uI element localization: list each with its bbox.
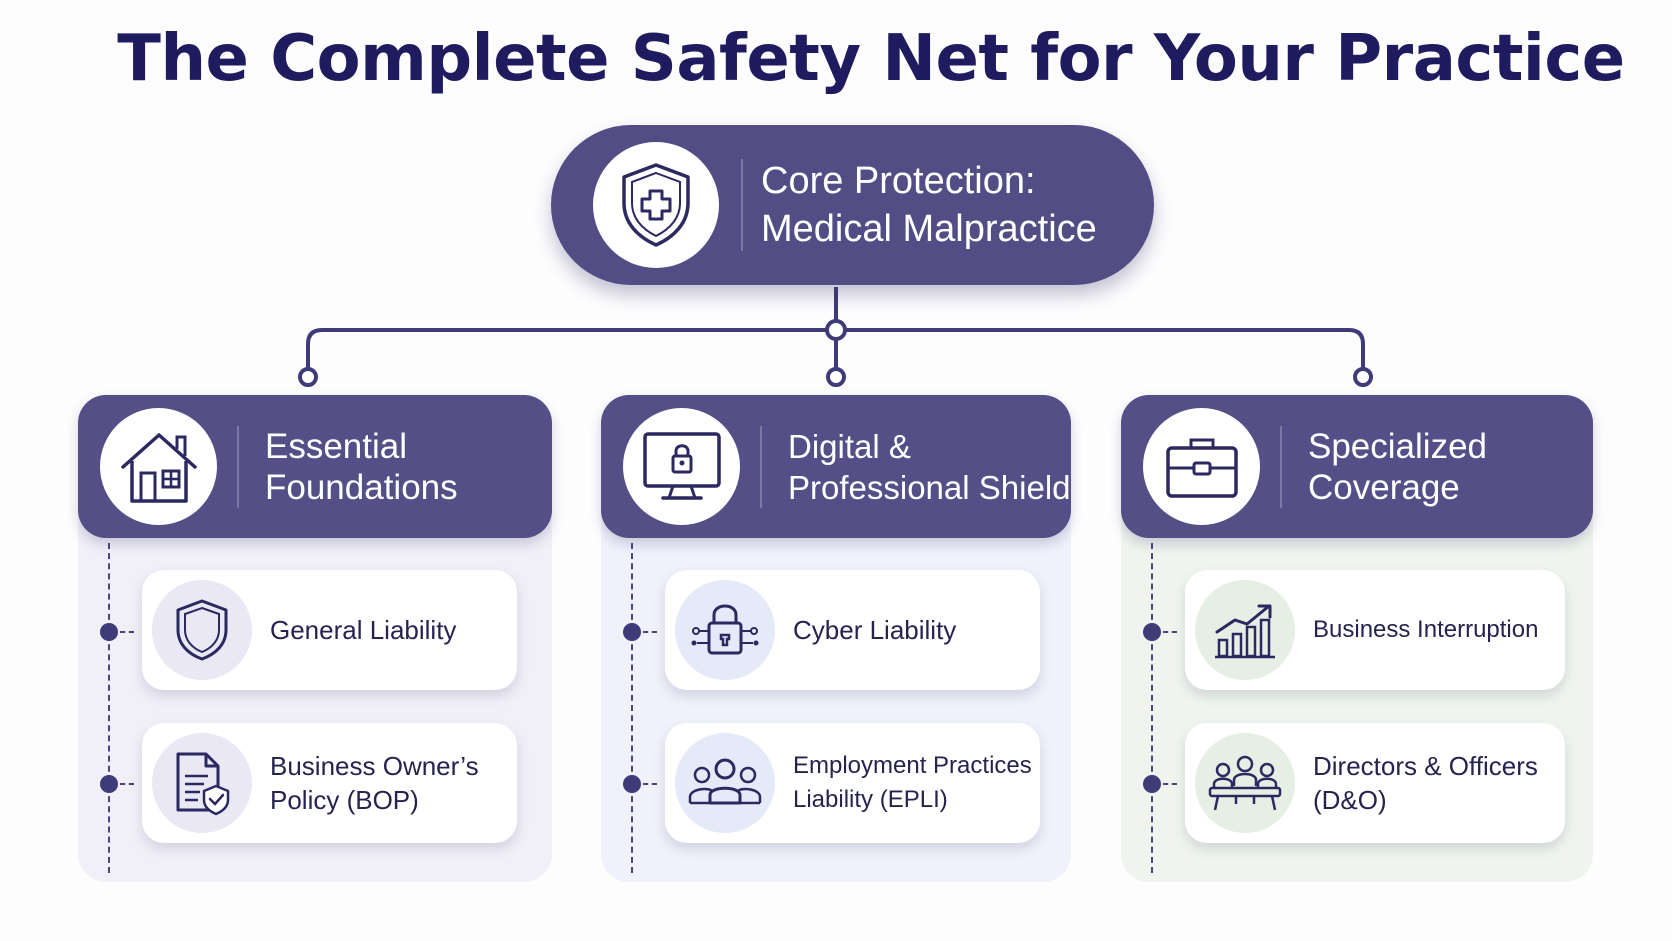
column-title-line1: Specialized xyxy=(1308,426,1487,466)
shield-medical-cross-icon xyxy=(593,142,719,268)
rail-node xyxy=(100,775,134,793)
column-specialized-coverage: Specialized Coverage Business Interrupti… xyxy=(1121,395,1593,882)
column-header: Essential Foundations xyxy=(78,395,552,538)
column-title-line2: Professional Shield xyxy=(788,468,1071,506)
card-label-line2: Policy (BOP) xyxy=(270,785,419,815)
core-label-line1: Core Protection: xyxy=(761,160,1036,202)
dashed-rail xyxy=(631,543,633,873)
house-icon xyxy=(100,408,217,525)
shield-icon xyxy=(152,580,252,680)
coverage-card-epli: Employment Practices Liability (EPLI) xyxy=(665,723,1040,843)
board-meeting-icon xyxy=(1195,733,1295,833)
column-title-line2: Coverage xyxy=(1308,467,1460,507)
card-label: Employment Practices Liability (EPLI) xyxy=(793,749,1032,817)
core-divider xyxy=(741,159,743,251)
card-label: Business Interruption xyxy=(1313,613,1538,647)
card-label-line2: (D&O) xyxy=(1313,785,1387,815)
coverage-card-general-liability: General Liability xyxy=(142,570,517,690)
connector-junction-node xyxy=(825,319,847,341)
column-essential-foundations: Essential Foundations General Liability xyxy=(78,395,552,882)
briefcase-icon xyxy=(1143,408,1260,525)
coverage-card-bop: Business Owner’s Policy (BOP) xyxy=(142,723,517,843)
card-label-line1: General Liability xyxy=(270,615,457,645)
column-title: Specialized Coverage xyxy=(1308,426,1487,508)
column-header: Digital & Professional Shield xyxy=(601,395,1071,538)
rail-node xyxy=(623,775,657,793)
rail-node xyxy=(100,623,134,641)
coverage-card-cyber-liability: Cyber Liability xyxy=(665,570,1040,690)
card-label: General Liability xyxy=(270,613,456,647)
header-divider xyxy=(237,425,239,508)
card-label-line1: Cyber Liability xyxy=(793,615,957,645)
core-label-line2: Medical Malpractice xyxy=(761,208,1097,250)
page-title: The Complete Safety Net for Your Practic… xyxy=(117,22,1625,96)
dashed-rail xyxy=(108,543,110,873)
connector-end-node-right xyxy=(1353,367,1373,387)
dashed-rail xyxy=(1151,543,1153,873)
column-title-line2: Foundations xyxy=(265,467,458,507)
column-header: Specialized Coverage xyxy=(1121,395,1593,538)
document-shield-icon xyxy=(152,733,252,833)
card-label-line1: Business Interruption xyxy=(1313,616,1539,643)
core-label: Core Protection: Medical Malpractice xyxy=(761,157,1097,253)
card-label: Business Owner’s Policy (BOP) xyxy=(270,749,479,817)
rail-node xyxy=(623,623,657,641)
connector-end-node-left xyxy=(298,367,318,387)
rail-node xyxy=(1143,775,1177,793)
column-digital-professional-shield: Digital & Professional Shield Cyber Liab… xyxy=(601,395,1071,882)
core-protection-pill: Core Protection: Medical Malpractice xyxy=(551,125,1154,285)
monitor-lock-icon xyxy=(623,408,740,525)
card-label-line1: Business Owner’s xyxy=(270,751,479,781)
card-label-line2: Liability (EPLI) xyxy=(793,786,948,813)
header-divider xyxy=(1280,425,1282,508)
card-label: Cyber Liability xyxy=(793,613,956,647)
coverage-card-business-interruption: Business Interruption xyxy=(1185,570,1565,690)
card-label-line1: Employment Practices xyxy=(793,752,1032,779)
rail-node xyxy=(1143,623,1177,641)
people-group-icon xyxy=(675,733,775,833)
column-title: Digital & Professional Shield xyxy=(788,426,1071,508)
card-label-line1: Directors & Officers xyxy=(1313,751,1538,781)
header-divider xyxy=(760,425,762,508)
padlock-circuit-icon xyxy=(675,580,775,680)
column-title-line1: Digital & xyxy=(788,427,911,465)
column-title: Essential Foundations xyxy=(265,426,458,508)
connector-end-node-center xyxy=(826,367,846,387)
card-label: Directors & Officers (D&O) xyxy=(1313,749,1538,817)
bar-chart-growth-icon xyxy=(1195,580,1295,680)
column-title-line1: Essential xyxy=(265,426,408,466)
coverage-card-directors-officers: Directors & Officers (D&O) xyxy=(1185,723,1565,843)
